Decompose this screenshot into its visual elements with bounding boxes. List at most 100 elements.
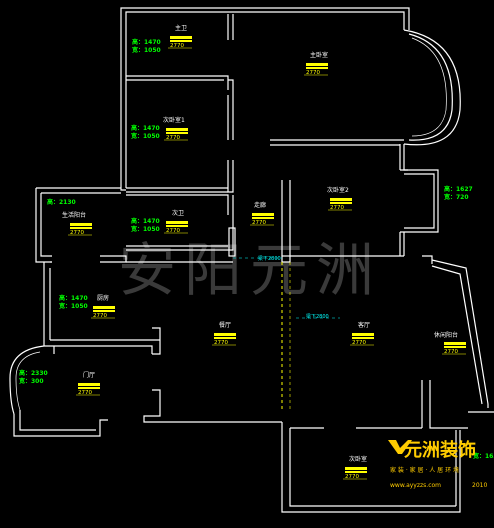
brand-logo: 元洲装饰 家 装 · 家 居 · 人 居 环 境 www.ayyzzs.com …	[388, 439, 487, 489]
note-line: 宽：1050	[130, 132, 160, 140]
room-dining: 餐厅 2770	[212, 321, 236, 346]
room-name: 厨房	[97, 294, 109, 302]
note-bedroom-3: 宽：1650	[472, 452, 494, 460]
brand-name: 元洲装饰	[404, 439, 476, 461]
level-bar	[93, 306, 115, 309]
level-bar	[214, 333, 236, 336]
level-value: 2770	[252, 220, 266, 226]
notes-layer: 高：1470宽：1050高：1470宽：1050高：2130高：1470宽：10…	[18, 38, 494, 460]
note-line: 高：1470	[132, 38, 161, 46]
annotation-beam-down: 梁下2800	[306, 313, 329, 320]
level-value: 2770	[78, 390, 92, 396]
level-bar	[444, 346, 466, 348]
room-name: 生活阳台	[62, 211, 86, 219]
brand-slogan: 家 装 · 家 居 · 人 居 环 境	[390, 466, 459, 474]
level-bar	[306, 67, 328, 69]
level-bar	[330, 198, 352, 201]
note-living-balcony: 高：2130	[47, 198, 76, 206]
room-name: 次卧室	[349, 455, 367, 463]
level-value: 2770	[170, 43, 184, 49]
note-line: 宽：1050	[130, 225, 160, 233]
note-line: 高：1470	[59, 294, 88, 302]
level-value: 2770	[330, 205, 344, 211]
level-value: 2770	[70, 230, 84, 236]
room-name: 客厅	[358, 321, 370, 329]
brand-mark-icon	[388, 440, 412, 454]
level-bar	[345, 467, 367, 470]
level-bar	[170, 36, 192, 39]
room-second-bedroom-2: 次卧室2 2770	[327, 186, 352, 211]
level-bar	[252, 217, 274, 219]
room-second-bedroom-3: 次卧室 2770	[343, 455, 367, 480]
annotations-layer: 梁下2800 梁下2800	[258, 255, 329, 320]
room-living-balcony: 生活阳台 2770	[62, 211, 92, 236]
level-value: 2770	[166, 228, 180, 234]
rooms-layer: 主卫 2770 主卧室 2770 次卧室1 2770 次卧室2 2770 生活阳台 2770 次卫 2…	[62, 24, 466, 480]
level-bar	[78, 387, 100, 389]
room-second-bath: 次卫 2770	[164, 209, 188, 234]
level-bar	[78, 383, 100, 386]
level-bar	[252, 213, 274, 216]
level-bar	[166, 225, 188, 227]
note-line: 宽：300	[18, 377, 44, 385]
room-kitchen: 厨房 2770	[91, 294, 115, 319]
level-bar	[93, 310, 115, 312]
annotation-beam-up: 梁下2800	[258, 255, 281, 262]
level-bar	[166, 132, 188, 134]
room-name: 次卧室1	[163, 116, 185, 124]
room-master-bath: 主卫 2770	[168, 24, 192, 49]
level-value: 2770	[345, 474, 359, 480]
level-value: 2770	[214, 340, 228, 346]
level-bar	[330, 202, 352, 204]
level-bar	[70, 227, 92, 229]
room-name: 餐厅	[219, 321, 231, 329]
note-line: 宽：1050	[58, 302, 88, 310]
note-line: 高：1627	[444, 185, 473, 193]
room-name: 休闲阳台	[434, 331, 458, 339]
room-living: 客厅 2770	[350, 321, 374, 346]
room-name: 主卧室	[310, 51, 328, 59]
level-bar	[70, 223, 92, 226]
level-bar	[444, 342, 466, 345]
room-second-bedroom-1: 次卧室1 2770	[163, 116, 188, 141]
level-bar	[170, 40, 192, 42]
note-line: 高：2130	[47, 198, 76, 206]
room-name: 主卫	[175, 24, 187, 32]
level-bar	[352, 337, 374, 339]
level-bar	[166, 221, 188, 224]
room-name: 次卧室2	[327, 186, 349, 194]
brand-url: www.ayyzzs.com	[390, 482, 441, 489]
note-line: 高：2330	[19, 369, 48, 377]
note-line: 宽：1050	[131, 46, 161, 54]
watermark: 安阳元洲	[118, 236, 382, 304]
room-name: 次卫	[172, 209, 184, 217]
level-bar	[306, 63, 328, 66]
level-bar	[166, 128, 188, 131]
room-leisure-balcony: 休闲阳台 2770	[434, 331, 466, 355]
level-bar	[352, 333, 374, 336]
brand-phone: 2010	[472, 482, 487, 489]
note-line: 高：1470	[131, 217, 160, 225]
room-corridor: 走廊 2770	[250, 201, 274, 226]
level-value: 2770	[93, 313, 107, 319]
level-value: 2770	[352, 340, 366, 346]
note-line: 宽：720	[443, 193, 469, 201]
room-name: 走廊	[254, 201, 266, 209]
note-line: 宽：1650	[472, 452, 494, 460]
level-value: 2770	[444, 349, 458, 355]
room-foyer: 门厅 2770	[76, 371, 100, 396]
level-bar	[214, 337, 236, 339]
level-bar	[345, 471, 367, 473]
level-value: 2770	[306, 70, 320, 76]
room-name: 门厅	[83, 371, 95, 379]
level-value: 2770	[166, 135, 180, 141]
walls	[9, 7, 494, 513]
note-line: 高：1470	[131, 124, 160, 132]
